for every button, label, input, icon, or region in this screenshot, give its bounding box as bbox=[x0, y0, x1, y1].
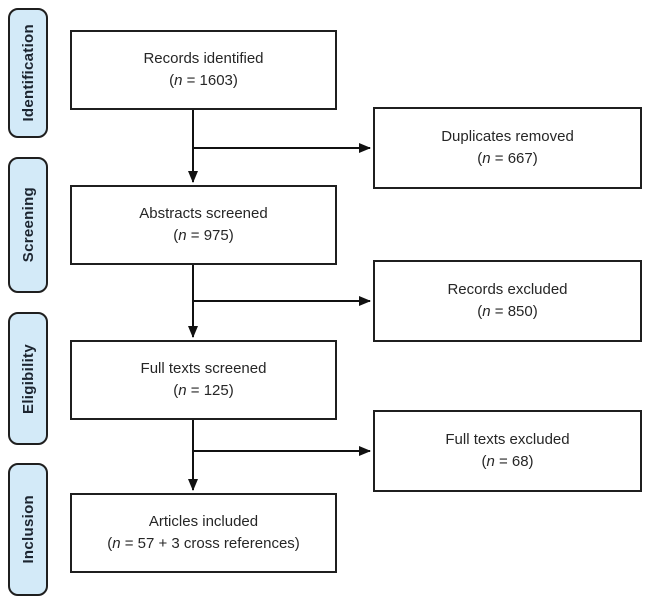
box-records-excluded-title: Records excluded bbox=[447, 280, 568, 298]
box-full-texts-excluded: Full texts excluded (n = 68) bbox=[373, 410, 642, 492]
box-full-texts-screened-title: Full texts screened bbox=[140, 359, 267, 377]
box-records-identified-title: Records identified bbox=[143, 49, 264, 67]
box-full-texts-screened: Full texts screened (n = 125) bbox=[70, 340, 337, 420]
box-records-identified-count: (n = 1603) bbox=[169, 72, 238, 89]
box-abstracts-screened: Abstracts screened (n = 975) bbox=[70, 185, 337, 265]
stage-identification-label: Identification bbox=[19, 24, 37, 122]
stage-inclusion: Inclusion bbox=[8, 463, 48, 596]
box-records-excluded: Records excluded (n = 850) bbox=[373, 260, 642, 342]
box-abstracts-screened-count: (n = 975) bbox=[173, 227, 234, 244]
stage-identification: Identification bbox=[8, 8, 48, 138]
box-records-excluded-count: (n = 850) bbox=[477, 303, 538, 320]
stage-inclusion-label: Inclusion bbox=[19, 495, 37, 564]
box-full-texts-excluded-count: (n = 68) bbox=[481, 453, 534, 470]
box-full-texts-excluded-title: Full texts excluded bbox=[445, 430, 570, 448]
box-abstracts-screened-title: Abstracts screened bbox=[139, 204, 268, 222]
box-articles-included-count: (n = 57 + 3 cross references) bbox=[107, 535, 300, 552]
box-duplicates-removed: Duplicates removed (n = 667) bbox=[373, 107, 642, 189]
box-duplicates-removed-title: Duplicates removed bbox=[441, 127, 574, 145]
box-records-identified: Records identified (n = 1603) bbox=[70, 30, 337, 110]
box-duplicates-removed-count: (n = 667) bbox=[477, 150, 538, 167]
box-articles-included-title: Articles included bbox=[148, 512, 259, 530]
box-full-texts-screened-count: (n = 125) bbox=[173, 382, 234, 399]
box-articles-included: Articles included (n = 57 + 3 cross refe… bbox=[70, 493, 337, 573]
stage-screening-label: Screening bbox=[19, 187, 37, 263]
stage-eligibility-label: Eligibility bbox=[19, 343, 37, 414]
stage-screening: Screening bbox=[8, 157, 48, 293]
stage-eligibility: Eligibility bbox=[8, 312, 48, 445]
